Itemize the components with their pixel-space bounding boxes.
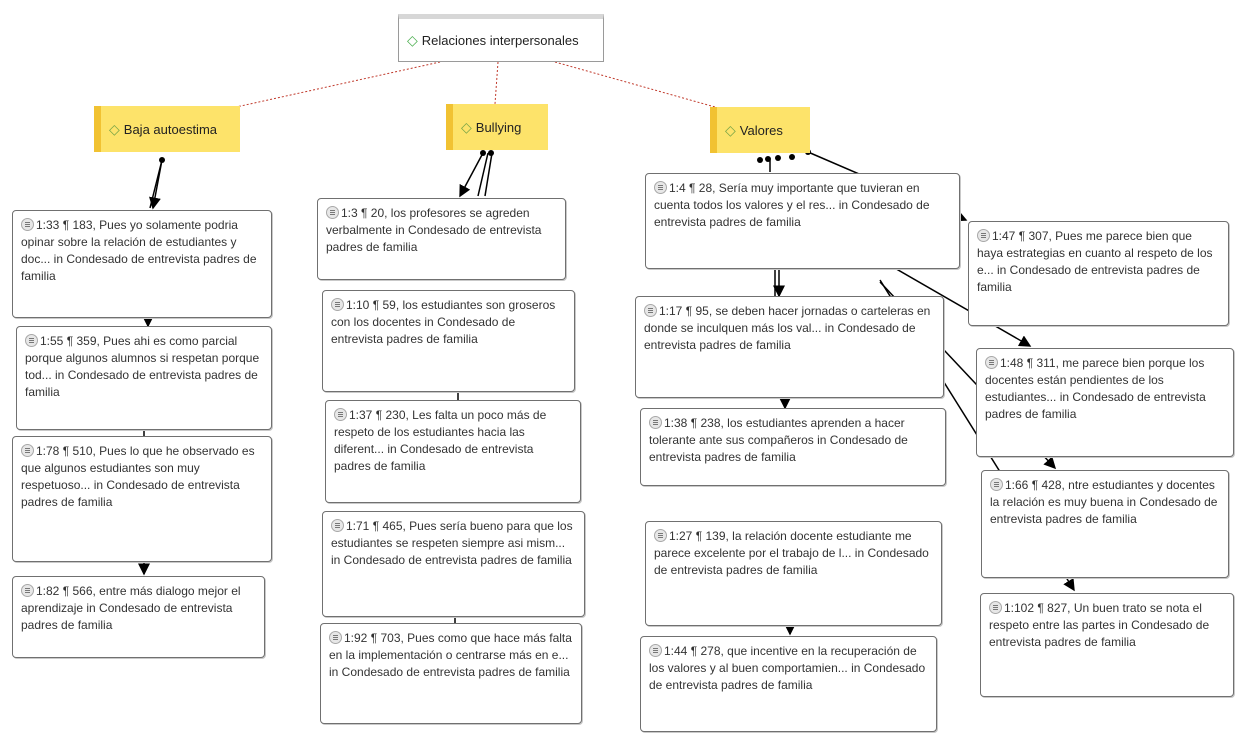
- arrow-origin-dot: [765, 156, 771, 162]
- arrow-bullying-3: [484, 152, 493, 197]
- code-node-label: Baja autoestima: [123, 121, 218, 137]
- root-node-label: Relaciones interpersonales: [421, 32, 579, 48]
- quotation-text: 1:66 ¶ 428, ntre estudiantes y docentes …: [990, 478, 1218, 526]
- quotation-icon: [649, 416, 662, 429]
- quotation-icon: [21, 584, 34, 597]
- quotation-text: 1:47 ¶ 307, Pues me parece bien que haya…: [977, 229, 1213, 294]
- arrow-bullying-2: [477, 152, 489, 197]
- arrow-bullying-1: [459, 152, 484, 198]
- code-icon: ◇: [461, 119, 472, 135]
- quotation-icon: [989, 601, 1002, 614]
- code-node-label: Bullying: [475, 119, 522, 135]
- quotation-node[interactable]: 1:17 ¶ 95, se deben hacer jornadas o car…: [635, 296, 944, 398]
- arrow-origin-dot: [480, 150, 486, 156]
- quotation-icon: [21, 218, 34, 231]
- arrow-baja-2: [149, 159, 163, 209]
- quotation-node[interactable]: 1:92 ¶ 703, Pues como que hace más falta…: [320, 623, 582, 724]
- quotation-node[interactable]: 1:78 ¶ 510, Pues lo que he observado es …: [12, 436, 272, 562]
- quotation-icon: [977, 229, 990, 242]
- quotation-text: 1:4 ¶ 28, Sería muy importante que tuvie…: [654, 181, 930, 229]
- arrow-origin-dot: [159, 157, 165, 163]
- quotation-text: 1:27 ¶ 139, la relación docente estudian…: [654, 529, 929, 577]
- quotation-text: 1:33 ¶ 183, Pues yo solamente podria opi…: [21, 218, 257, 283]
- quotation-text: 1:10 ¶ 59, los estudiantes son groseros …: [331, 298, 556, 346]
- code-icon: ◇: [407, 32, 418, 48]
- quotation-text: 1:92 ¶ 703, Pues como que hace más falta…: [329, 631, 572, 679]
- quotation-icon: [25, 334, 38, 347]
- root-link-bullying: [494, 61, 499, 105]
- quotation-node[interactable]: 1:27 ¶ 139, la relación docente estudian…: [645, 521, 942, 626]
- code-node-bullying[interactable]: ◇ Bullying: [446, 104, 548, 150]
- quotation-node[interactable]: 1:55 ¶ 359, Pues ahi es como parcial por…: [16, 326, 272, 430]
- quotation-icon: [654, 529, 667, 542]
- arrow-baja-1: [149, 159, 163, 210]
- quotation-text: 1:3 ¶ 20, los profesores se agreden verb…: [326, 206, 542, 254]
- arrow-origin-dot: [757, 157, 763, 163]
- quotation-node[interactable]: 1:38 ¶ 238, los estudiantes aprenden a h…: [640, 408, 946, 486]
- code-node-label: Valores: [739, 122, 783, 138]
- quotation-text: 1:44 ¶ 278, que incentive en la recupera…: [649, 644, 926, 692]
- quotation-icon: [334, 408, 347, 421]
- arrow-origin-dot: [789, 154, 795, 160]
- quotation-text: 1:37 ¶ 230, Les falta un poco más de res…: [334, 408, 547, 473]
- quotation-node[interactable]: 1:44 ¶ 278, que incentive en la recupera…: [640, 636, 937, 732]
- quotation-node[interactable]: 1:3 ¶ 20, los profesores se agreden verb…: [317, 198, 566, 280]
- quotation-icon: [649, 644, 662, 657]
- quotation-text: 1:78 ¶ 510, Pues lo que he observado es …: [21, 444, 255, 509]
- quotation-node[interactable]: 1:48 ¶ 311, me parece bien porque los do…: [976, 348, 1234, 457]
- quotation-text: 1:55 ¶ 359, Pues ahi es como parcial por…: [25, 334, 260, 399]
- quotation-icon: [990, 478, 1003, 491]
- quotation-icon: [21, 444, 34, 457]
- quotation-node[interactable]: 1:37 ¶ 230, Les falta un poco más de res…: [325, 400, 581, 503]
- quotation-text: 1:38 ¶ 238, los estudiantes aprenden a h…: [649, 416, 908, 464]
- quotation-icon: [331, 519, 344, 532]
- quotation-icon: [331, 298, 344, 311]
- root-node-relaciones-interpersonales[interactable]: ◇ Relaciones interpersonales: [398, 14, 604, 62]
- arrow-origin-dot: [488, 150, 494, 156]
- code-node-valores[interactable]: ◇ Valores: [710, 107, 810, 153]
- code-icon: ◇: [109, 121, 120, 137]
- quotation-text: 1:102 ¶ 827, Un buen trato se nota el re…: [989, 601, 1210, 649]
- quotation-node[interactable]: 1:47 ¶ 307, Pues me parece bien que haya…: [968, 221, 1229, 326]
- quotation-text: 1:71 ¶ 465, Pues sería bueno para que lo…: [331, 519, 573, 567]
- quotation-node[interactable]: 1:10 ¶ 59, los estudiantes son groseros …: [322, 290, 575, 392]
- quotation-text: 1:48 ¶ 311, me parece bien porque los do…: [985, 356, 1206, 421]
- arrow-origin-dot: [775, 155, 781, 161]
- quotation-node[interactable]: 1:82 ¶ 566, entre más dialogo mejor el a…: [12, 576, 265, 658]
- quotation-node[interactable]: 1:102 ¶ 827, Un buen trato se nota el re…: [980, 593, 1234, 697]
- quotation-text: 1:82 ¶ 566, entre más dialogo mejor el a…: [21, 584, 241, 632]
- quotation-text: 1:17 ¶ 95, se deben hacer jornadas o car…: [644, 304, 931, 352]
- quotation-icon: [326, 206, 339, 219]
- quotation-icon: [644, 304, 657, 317]
- quotation-node[interactable]: 1:33 ¶ 183, Pues yo solamente podria opi…: [12, 210, 272, 318]
- quotation-node[interactable]: 1:66 ¶ 428, ntre estudiantes y docentes …: [981, 470, 1229, 578]
- quotation-node[interactable]: 1:71 ¶ 465, Pues sería bueno para que lo…: [322, 511, 585, 617]
- code-node-baja-autoestima[interactable]: ◇ Baja autoestima: [94, 106, 240, 152]
- quotation-icon: [329, 631, 342, 644]
- code-icon: ◇: [725, 122, 736, 138]
- quotation-icon: [985, 356, 998, 369]
- quotation-icon: [654, 181, 667, 194]
- quotation-node[interactable]: 1:4 ¶ 28, Sería muy importante que tuvie…: [645, 173, 960, 269]
